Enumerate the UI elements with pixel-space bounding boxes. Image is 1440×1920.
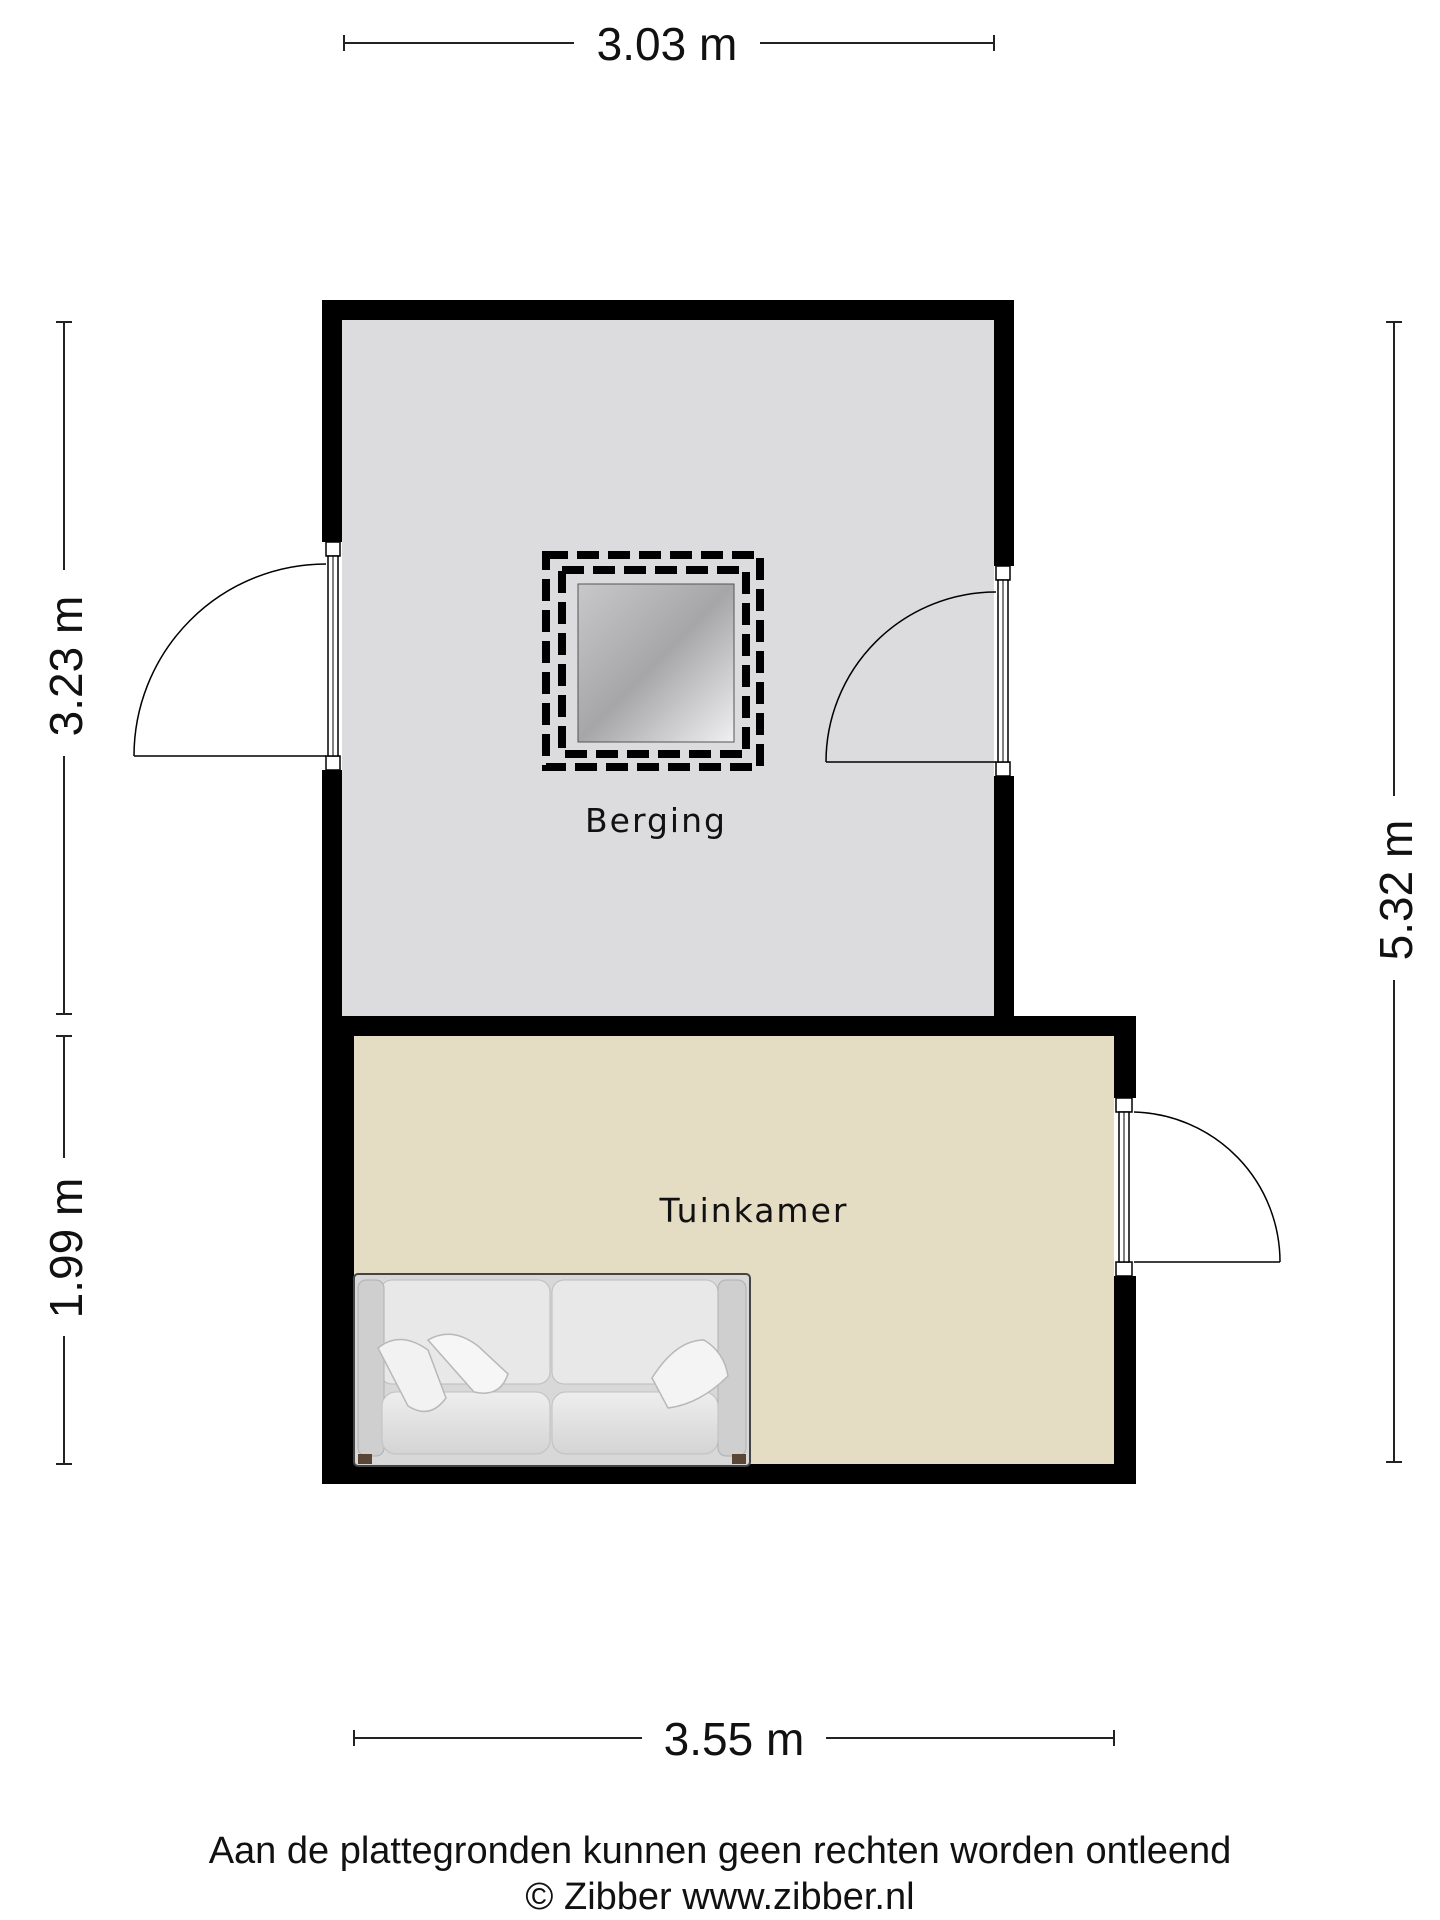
dimension-top-width	[343, 35, 995, 51]
sofa-icon	[353, 1273, 751, 1467]
door-right-berging	[825, 565, 1011, 777]
dimension-right-total-height	[1386, 321, 1402, 1463]
dimension-bottom-width	[353, 1730, 1115, 1746]
door-left-berging	[133, 541, 341, 771]
dimension-label-bottom-width: 3.55 m	[664, 1713, 805, 1765]
room-label-berging: Berging	[585, 801, 727, 840]
dimension-label-left-upper-height: 3.23 m	[40, 596, 92, 737]
door-right-tuinkamer	[1115, 1097, 1281, 1277]
dimension-left-lower-height	[56, 1035, 72, 1465]
room-label-tuinkamer: Tuinkamer	[659, 1191, 849, 1230]
footer-disclaimer: Aan de plattegronden kunnen geen rechten…	[208, 1830, 1232, 1872]
dimension-label-top-width: 3.03 m	[597, 18, 738, 70]
dimension-label-right-total-height: 5.32 m	[1370, 820, 1422, 961]
dimension-left-upper-height	[56, 321, 72, 1015]
walls	[322, 300, 1136, 1484]
footer-credit: © Zibber www.zibber.nl	[525, 1876, 915, 1918]
dimension-label-left-lower-height: 1.99 m	[40, 1178, 92, 1319]
hatch-icon	[542, 551, 764, 771]
